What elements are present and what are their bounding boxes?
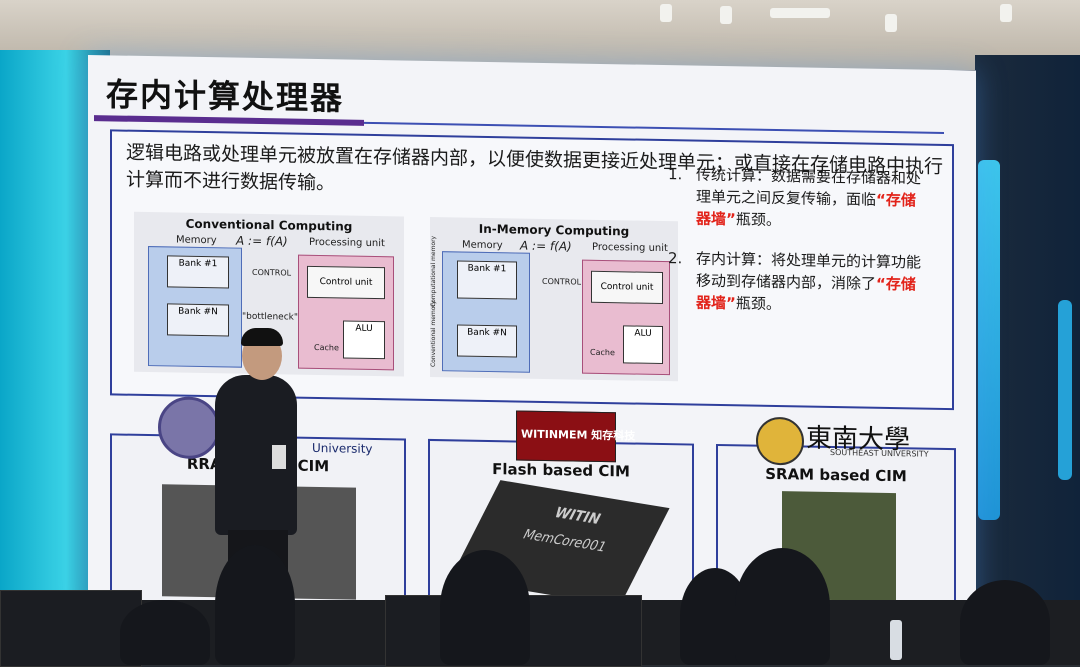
water-bottle [890, 620, 902, 660]
alu: ALU [623, 325, 663, 365]
note-item: 2. 存内计算：将处理单元的计算功能移动到存储器内部，消除了“存储器墙”瓶颈。 [668, 249, 922, 314]
ceiling-light [660, 4, 672, 22]
processing-unit-label: Processing unit [592, 241, 668, 255]
southeast-university-subtext: SOUTHEAST UNIVERSITY [830, 447, 929, 459]
ceiling-light [720, 6, 732, 24]
witinmem-logo: WITINMEM 知存科技 [516, 410, 635, 463]
in-memory-computing-diagram: In-Memory Computing Memory A := f(A) Pro… [430, 216, 678, 382]
university-seal-logo [158, 396, 220, 460]
title-underline-line [364, 121, 944, 134]
alu: ALU [343, 320, 385, 360]
southeast-university-seal-logo [756, 416, 804, 466]
memory-label: Memory [462, 239, 503, 252]
ceiling-light [885, 14, 897, 32]
bank-n: Bank #N [167, 303, 229, 337]
audience-head [120, 600, 210, 665]
audience-head [440, 550, 530, 665]
bank-n: Bank #N [457, 324, 517, 358]
cim-label: SRAM based CIM [765, 464, 907, 486]
cache-label: Cache [314, 342, 339, 353]
formula-label: A := f(A) [520, 238, 572, 254]
processing-unit-label: Processing unit [309, 236, 385, 250]
computational-memory-label: Computational memory [430, 235, 437, 308]
stage-monitor [0, 590, 142, 667]
note-item: 1. 传统计算：数据需要在存储器和处理单元之间反复传输，面临“存储器墙”瓶颈。 [668, 165, 922, 230]
control-label: CONTROL [542, 276, 582, 287]
bottleneck-label: "bottleneck" [242, 311, 298, 323]
conventional-memory-label: Conventional memory [430, 300, 437, 368]
right-led-strip [1058, 300, 1072, 480]
university-logo-text: University [312, 440, 373, 456]
ceiling-light [1000, 4, 1012, 22]
cim-label: Flash based CIM [492, 460, 630, 481]
audience-head [960, 580, 1050, 665]
memory-block: Bank #1 Bank #N [442, 251, 530, 373]
right-led-strip [978, 160, 1000, 520]
control-label: CONTROL [252, 267, 292, 278]
control-unit: Control unit [307, 265, 385, 300]
processing-unit-block: Control unit ALU [582, 259, 670, 376]
processing-unit-block: Control unit ALU [298, 254, 394, 371]
cache-label: Cache [590, 347, 615, 358]
memory-block: Bank #1 Bank #N [148, 246, 242, 368]
memory-label: Memory [176, 234, 217, 247]
ceiling-vent [770, 8, 830, 18]
speaker-hair [241, 328, 283, 346]
formula-label: A := f(A) [236, 233, 288, 249]
slide-title: 存内计算处理器 [106, 75, 345, 118]
diagram-title: Conventional Computing [185, 216, 353, 234]
speaker-badge [272, 445, 286, 469]
audience-head [215, 545, 295, 665]
bank-1: Bank #1 [457, 260, 517, 300]
diagram-title: In-Memory Computing [478, 221, 630, 239]
bank-1: Bank #1 [167, 255, 229, 289]
notes-list: 1. 传统计算：数据需要在存储器和处理单元之间反复传输，面临“存储器墙”瓶颈。 … [668, 163, 928, 336]
control-unit: Control unit [591, 270, 663, 305]
audience-head [735, 548, 830, 665]
